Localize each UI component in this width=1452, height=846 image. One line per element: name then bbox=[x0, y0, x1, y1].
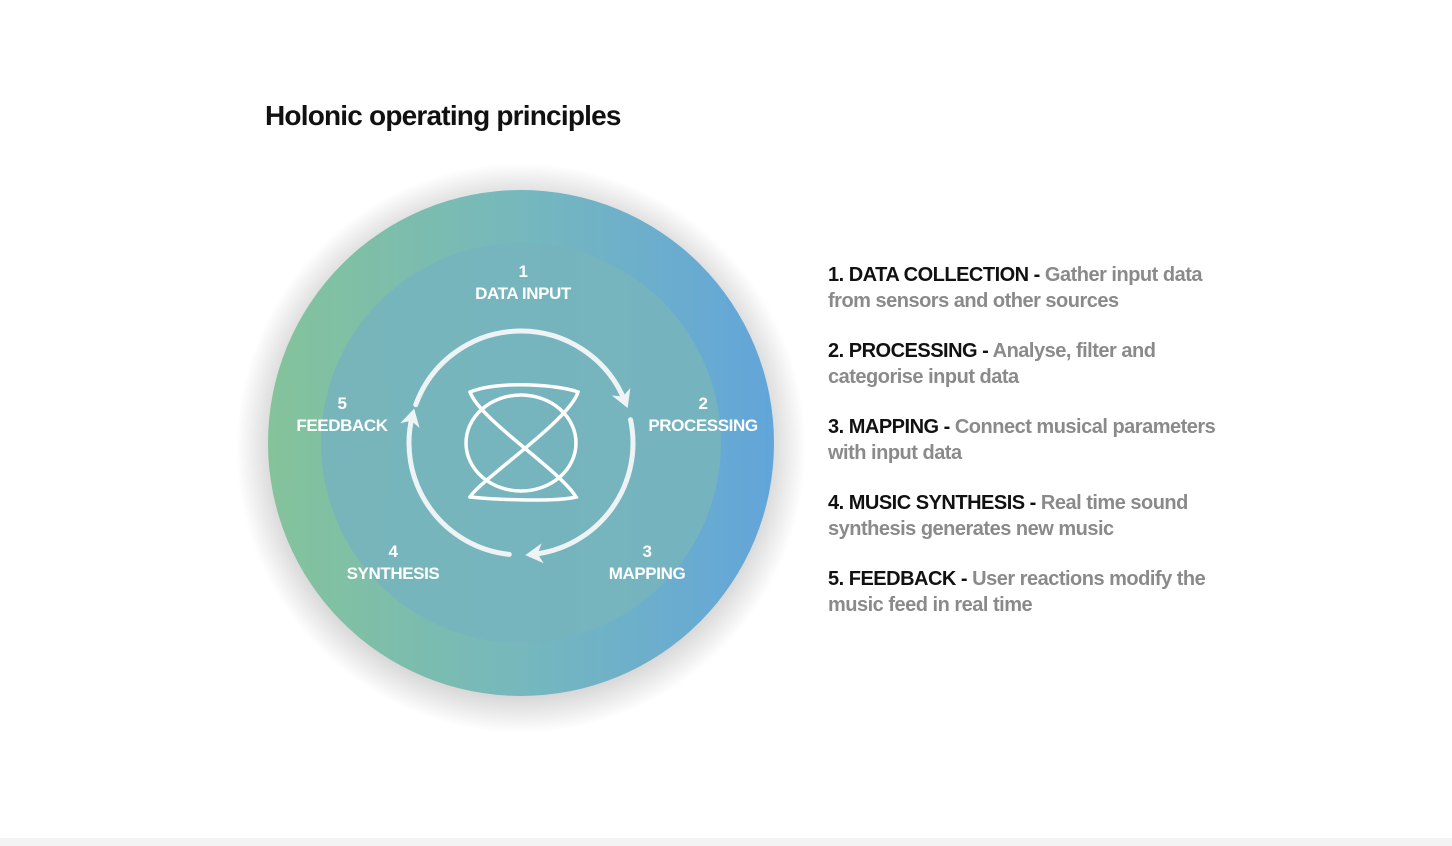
step-heading: 4. MUSIC SYNTHESIS bbox=[828, 492, 1025, 514]
stage-label: SYNTHESIS bbox=[346, 564, 440, 583]
step-separator: - bbox=[955, 568, 973, 590]
knot-icon bbox=[464, 383, 581, 502]
step-separator: - bbox=[938, 416, 955, 438]
step-item: 4. MUSIC SYNTHESIS - Real time sound syn… bbox=[828, 490, 1218, 542]
step-description: User reactions modify the music feed in … bbox=[828, 568, 1206, 616]
step-description: Analyse, filter and categorise input dat… bbox=[828, 340, 1156, 388]
step-item: 3. MAPPING - Connect musical parameters … bbox=[828, 414, 1218, 466]
step-description: Gather input data from sensors and other… bbox=[828, 264, 1202, 312]
step-separator: - bbox=[977, 340, 993, 362]
step-heading: 5. FEEDBACK bbox=[828, 568, 956, 590]
step-separator: - bbox=[1024, 492, 1041, 514]
stage-label: PROCESSING bbox=[648, 416, 758, 435]
cycle-arrow-icon bbox=[413, 328, 631, 408]
step-item: 1. DATA COLLECTION - Gather input data f… bbox=[828, 262, 1218, 314]
stage-number: 2 bbox=[698, 394, 708, 413]
step-heading: 2. PROCESSING bbox=[828, 340, 978, 362]
stage-number: 5 bbox=[337, 394, 347, 413]
cycle-arrow-icon bbox=[400, 408, 512, 557]
step-item: 5. FEEDBACK - User reactions modify the … bbox=[828, 566, 1218, 618]
page-title: Holonic operating principles bbox=[265, 100, 621, 131]
step-separator: - bbox=[1028, 264, 1045, 286]
step-heading: 1. DATA COLLECTION bbox=[828, 264, 1029, 286]
stage-label: MAPPING bbox=[608, 564, 686, 583]
step-description: Real time sound synthesis generates new … bbox=[828, 492, 1188, 540]
steps-list: 1. DATA COLLECTION - Gather input data f… bbox=[828, 262, 1218, 642]
step-description: Connect musical parameters with input da… bbox=[828, 416, 1216, 464]
footer-bar bbox=[0, 838, 1452, 846]
stage-number: 3 bbox=[642, 542, 652, 561]
stage-label: DATA INPUT bbox=[475, 284, 571, 303]
stage-number: 1 bbox=[518, 262, 528, 281]
cycle-arrow-icon bbox=[525, 417, 636, 564]
stage-label: FEEDBACK bbox=[296, 416, 388, 435]
stage-number: 4 bbox=[388, 542, 398, 561]
step-item: 2. PROCESSING - Analyse, filter and cate… bbox=[828, 338, 1218, 390]
step-heading: 3. MAPPING bbox=[828, 416, 939, 438]
